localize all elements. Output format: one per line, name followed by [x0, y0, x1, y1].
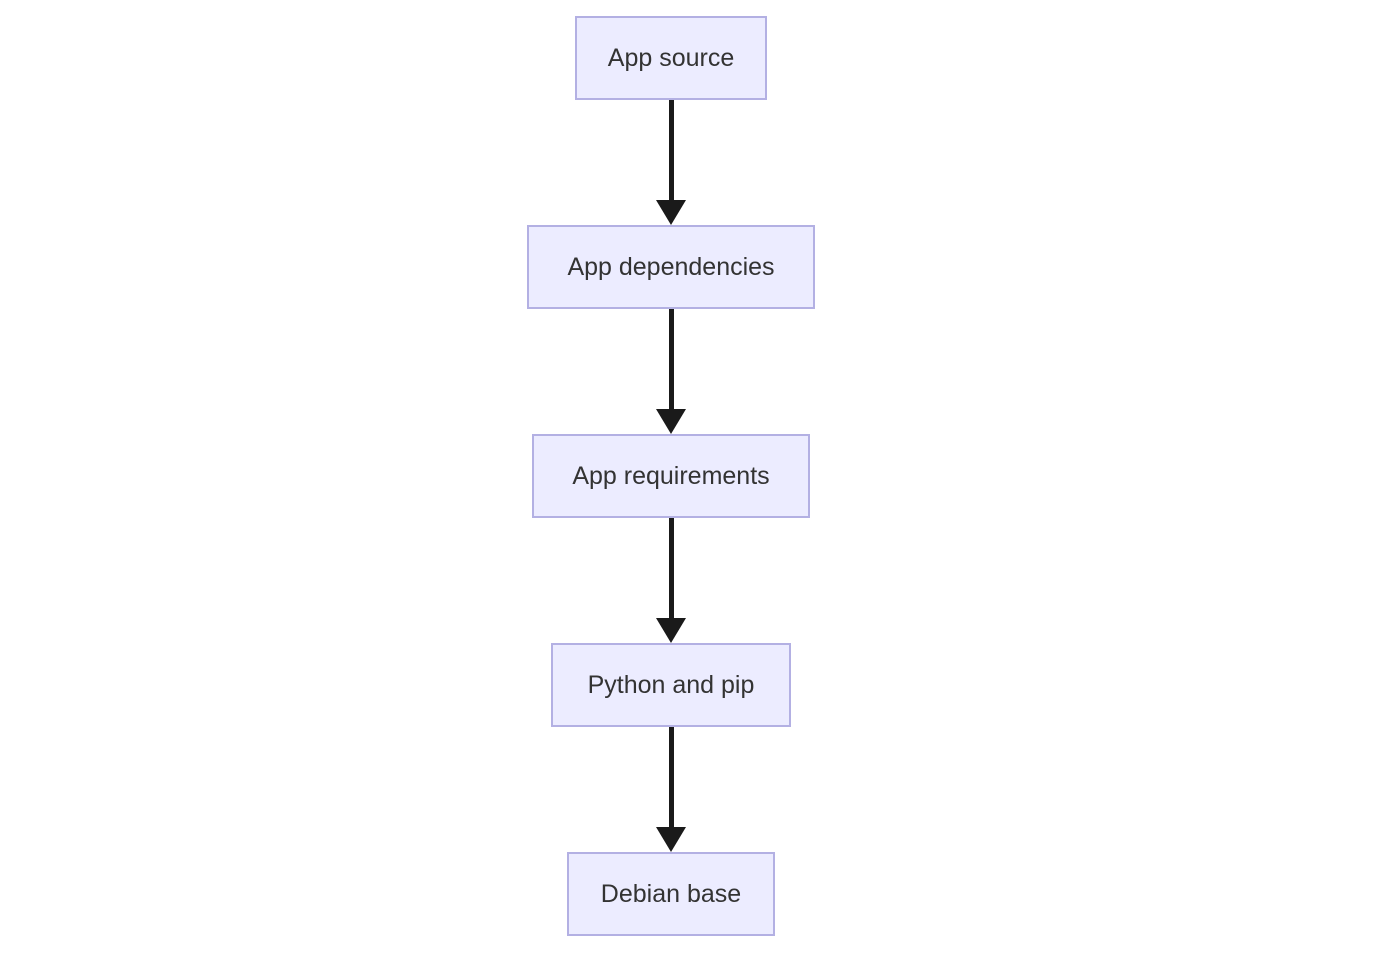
arrow-shaft	[668, 727, 674, 827]
arrow-down-icon	[656, 309, 686, 434]
arrow-shaft	[668, 309, 674, 409]
node-app-requirements: App requirements	[532, 434, 810, 518]
node-label: App source	[607, 43, 735, 72]
arrow-shaft	[668, 518, 674, 618]
arrow-down-icon	[656, 727, 686, 852]
flowchart-column: App source App dependencies App requirem…	[527, 16, 815, 936]
node-label: Python and pip	[587, 670, 755, 699]
node-debian-base: Debian base	[567, 852, 775, 936]
arrow-shaft	[668, 100, 674, 200]
arrowhead-icon	[656, 618, 686, 643]
arrowhead-icon	[656, 409, 686, 434]
node-app-dependencies: App dependencies	[527, 225, 815, 309]
node-label: Debian base	[600, 879, 742, 908]
node-app-source: App source	[575, 16, 767, 100]
node-label: App requirements	[572, 461, 770, 490]
node-python-and-pip: Python and pip	[551, 643, 791, 727]
arrowhead-icon	[656, 200, 686, 225]
arrow-down-icon	[656, 100, 686, 225]
arrowhead-icon	[656, 827, 686, 852]
node-label: App dependencies	[567, 252, 775, 281]
arrow-down-icon	[656, 518, 686, 643]
